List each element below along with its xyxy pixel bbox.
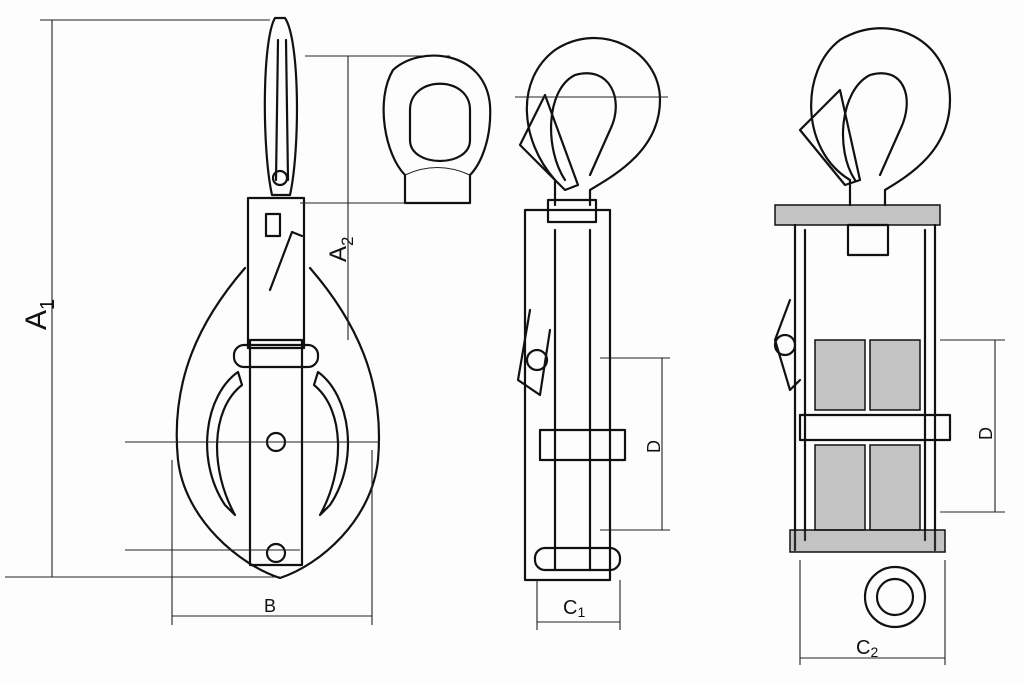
dimension-label-a2: A2 bbox=[325, 237, 357, 262]
dimension-label-d-side: D bbox=[644, 440, 664, 453]
section-view bbox=[773, 27, 1005, 665]
dimension-label-c2: C2 bbox=[856, 637, 878, 660]
dimension-label-c1: C1 bbox=[563, 597, 585, 620]
front-view bbox=[5, 16, 492, 625]
dimension-label-a1: A1 bbox=[20, 299, 59, 330]
dimension-label-b: B bbox=[264, 596, 276, 616]
dimension-label-d-section: D bbox=[976, 427, 996, 440]
side-view bbox=[515, 36, 670, 630]
